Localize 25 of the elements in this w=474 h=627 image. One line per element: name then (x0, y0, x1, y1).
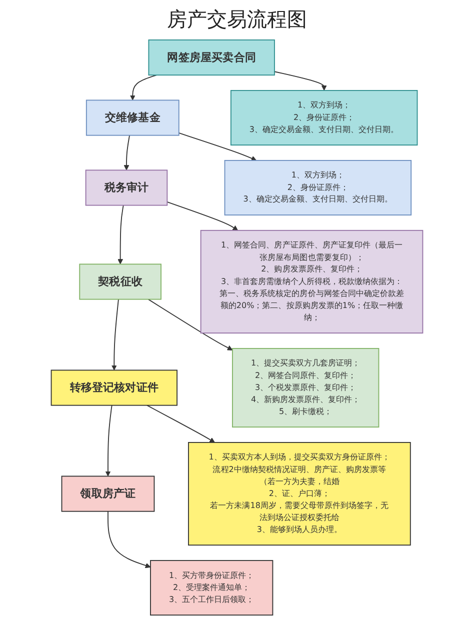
arrow (166, 201, 238, 231)
node-box (50, 370, 178, 406)
node-box (188, 442, 411, 546)
arrow (108, 510, 151, 568)
node-box (61, 476, 155, 512)
arrow (148, 298, 233, 350)
flowchart-diagram: 网签房屋买卖合同 1、双方到场； 2、身份证原件； 3、确定交易金额、支付日期、交付日期。 交维修基金 1、双方到场； 2、身份证原件； 3、确定交易金额、支付日期、交付日期。 税务审计 1、网签合同、房产证原件、房产证复印件（最后一张房屋布局图也需要复印）； 2、购房发票原件、复印件； 3、非首套房需缴纳个人所得税，税款缴纳依据为：第一、税务系统核定的房价与网签合同中确定价款差额的20%；第二、按原购房发票的1%；任取一种缴纳； 契税征收 1、提交买卖双方几套房证明； 2、网签合同原件、复印件； 3、个税发票原件、复印件； 4、新购房发票原件、复印件； 5、刷卡缴税； 转移登记核对证件 1、买卖双方本人到场，提交买卖双方身份证原件； 流程2中缴纳契税情况证明、房产证、购房发票等（若一方为夫妻，结婚 2、证、户口薄； 若一方未满18周岁，需要父母带原件到场签字，无法到场公证授权委托给 3、能够到场人员办理。 领取房产证 1、买方带身份证原件； 2、受理案件通知单； 3、五个工作日后领取； (0, 35, 474, 620)
arrow (130, 74, 158, 100)
node-box (200, 230, 424, 334)
arrow (111, 298, 119, 370)
arrow (146, 404, 215, 443)
node-box (150, 560, 274, 616)
arrow (105, 404, 112, 476)
node-box (232, 348, 380, 428)
arrow (118, 204, 124, 264)
diagram-title: 房产交易流程图 (166, 6, 308, 33)
node-box (224, 160, 412, 216)
node-box (79, 264, 162, 300)
arrow (274, 71, 327, 91)
node-box (230, 90, 418, 146)
arrow (124, 134, 130, 170)
node-box (86, 100, 180, 136)
node-box (85, 170, 168, 206)
node-box (148, 39, 275, 76)
arrow (178, 132, 257, 161)
